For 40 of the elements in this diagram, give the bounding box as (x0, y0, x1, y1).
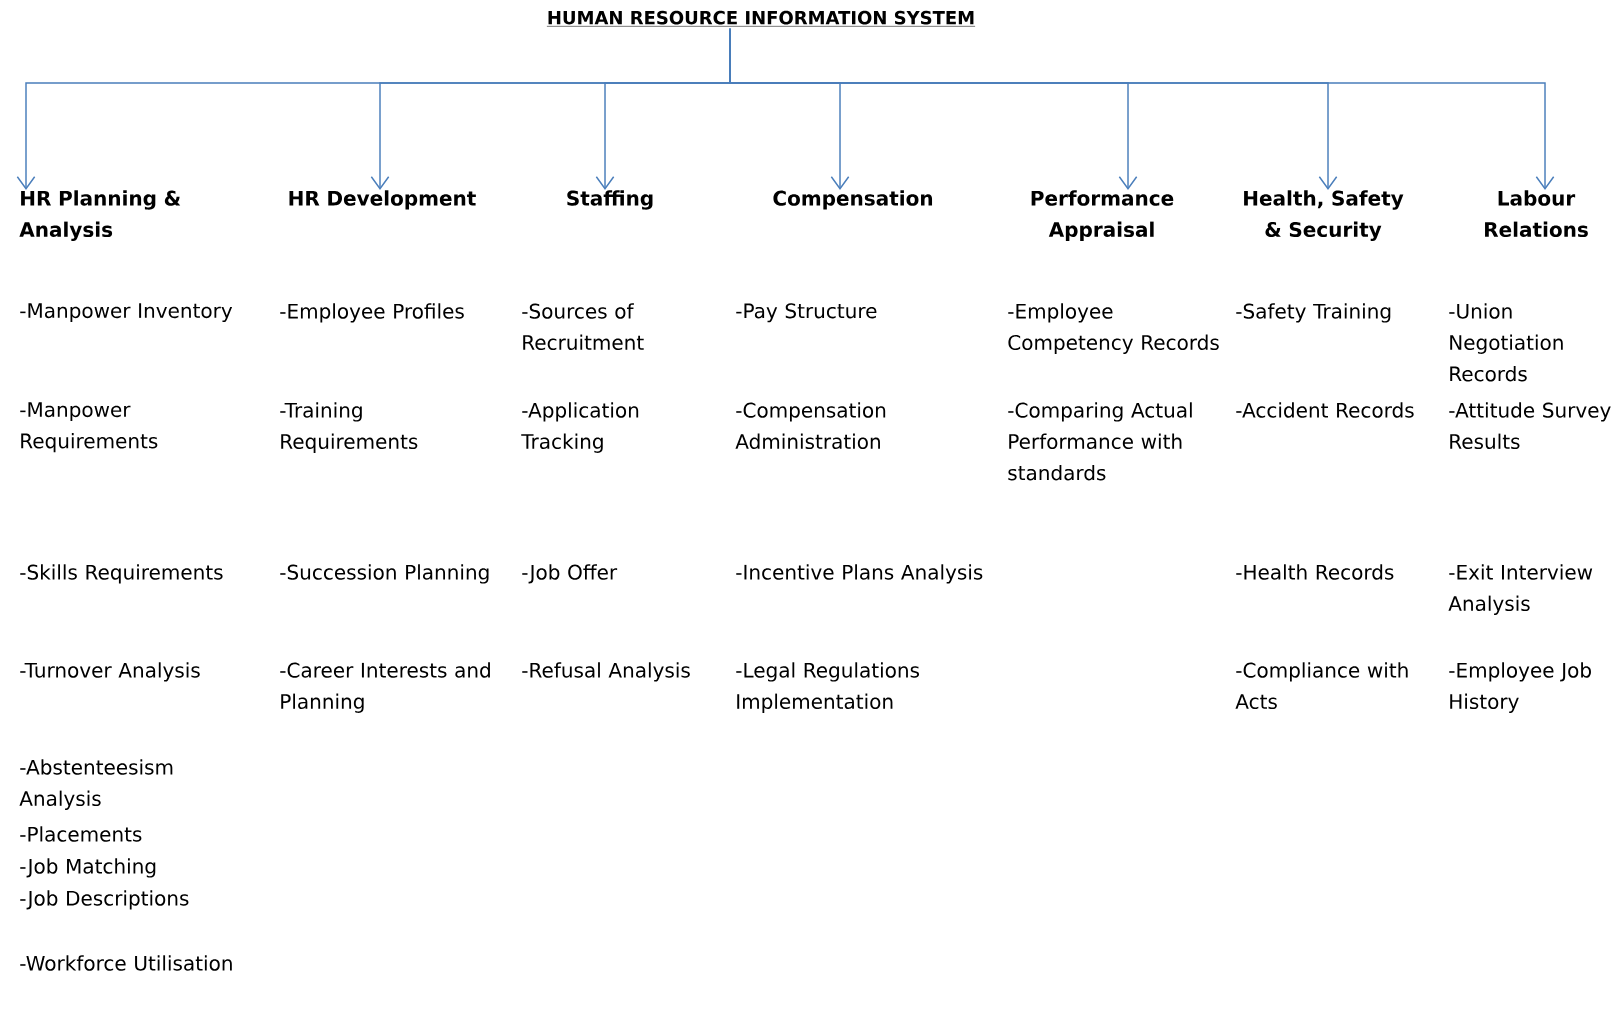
list-item: -Safety Training (1236, 303, 1391, 323)
list-item: -Attitude Survey Results (1449, 402, 1611, 450)
list-item: -Career Interests and Planning (280, 662, 490, 713)
list-item: -Training Requirements (280, 402, 418, 453)
list-item: -Job Offer (522, 564, 618, 584)
column-heading: Staffing (567, 190, 653, 210)
list-item: -Skills Requirements (20, 564, 223, 584)
column-heading: Performance Appraisal (1031, 190, 1174, 241)
list-item: -Turnover Analysis (20, 662, 200, 682)
list-item: -Compliance with Acts (1235, 662, 1408, 710)
column-heading: Health, Safety & Security (1244, 190, 1404, 242)
list-item: -Workforce Utilisation (20, 955, 232, 971)
list-item: -Placements (20, 826, 142, 842)
list-item: -Employee Competency Records (1008, 303, 1219, 354)
list-item: -Application Tracking (521, 402, 639, 453)
list-item: -Job Matching (20, 858, 156, 878)
list-item: -Employee Profiles (280, 303, 464, 323)
column-heading: Labour Relations (1485, 190, 1588, 238)
list-item: -Incentive Plans Analysis (736, 564, 983, 584)
list-item: -Accident Records (1236, 402, 1414, 418)
list-item: -Sources of Recruitment (522, 303, 644, 351)
list-item: -Manpower Inventory (20, 303, 233, 322)
list-item: -Union Negotiation Records (1449, 303, 1563, 382)
list-item: -Refusal Analysis (522, 662, 690, 682)
list-item: -Compensation Administration (735, 402, 886, 450)
list-item: -Pay Structure (736, 303, 877, 323)
column-heading: Compensation (773, 190, 933, 210)
column-heading: HR Planning & Analysis (19, 190, 181, 242)
column-heading: HR Development (289, 190, 476, 210)
list-item: -Comparing Actual Performance with standards (1008, 402, 1192, 481)
list-item: -Abstenteesism Analysis (19, 759, 173, 810)
list-item: -Health Records (1236, 564, 1394, 580)
list-item: -Employee Job History (1449, 662, 1591, 713)
list-item: -Legal Regulations Implementation (736, 662, 919, 713)
list-item: -Exit Interview Analysis (1448, 564, 1593, 615)
arrow (729, 28, 1555, 190)
list-item: -Job Descriptions (20, 890, 189, 910)
list-item: -Manpower Requirements (20, 402, 158, 453)
list-item: -Succession Planning (280, 564, 489, 584)
title: HUMAN RESOURCE INFORMATION SYSTEM (546, 10, 976, 27)
